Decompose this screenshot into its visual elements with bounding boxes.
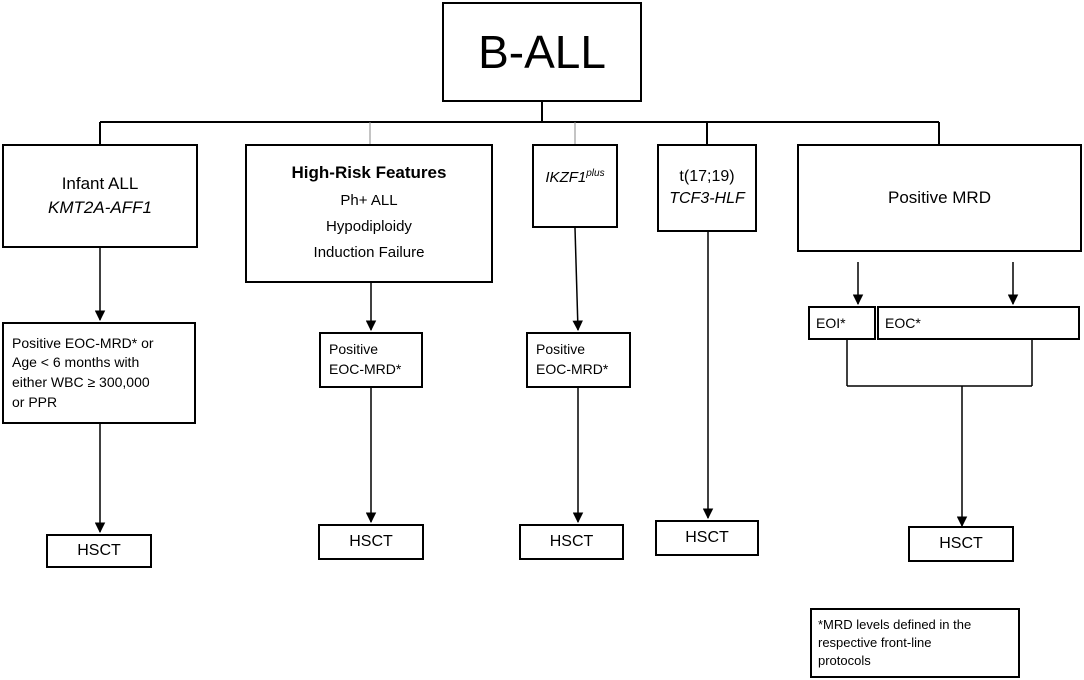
high-risk-criteria-line-1: Positive bbox=[329, 341, 379, 358]
footnote-line-2: respective front-line bbox=[818, 634, 932, 650]
tcf3-hsct-label: HSCT bbox=[685, 529, 729, 546]
high-risk-item-2: Hypodiploidy bbox=[326, 217, 412, 235]
ikzf1-criteria-node: Positive EOC-MRD* bbox=[526, 332, 631, 388]
tcf3-hsct-node: HSCT bbox=[655, 520, 759, 556]
infant-all-gene: KMT2A-AFF1 bbox=[48, 198, 152, 217]
infant-criteria-line-4: or PPR bbox=[12, 393, 58, 410]
mrd-hsct-node: HSCT bbox=[908, 526, 1014, 562]
infant-criteria-line-2: Age < 6 months with bbox=[12, 354, 140, 371]
ikzf1-node: IKZF1plus bbox=[532, 144, 618, 228]
infant-criteria-line-3: either WBC ≥ 300,000 bbox=[12, 374, 150, 390]
mrd-hsct-label: HSCT bbox=[939, 535, 983, 552]
high-risk-hsct-label: HSCT bbox=[349, 533, 393, 550]
footnote-line-3: protocols bbox=[818, 653, 871, 669]
eoc-node: EOC* bbox=[877, 306, 1080, 340]
positive-mrd-node: Positive MRD bbox=[797, 144, 1082, 252]
eoc-label: EOC* bbox=[885, 315, 921, 331]
high-risk-criteria-line-2: EOC-MRD* bbox=[329, 361, 402, 377]
ikzf1-criteria-line-1: Positive bbox=[536, 341, 586, 358]
tcf3-title: t(17;19) bbox=[679, 167, 735, 185]
root-label: B-ALL bbox=[478, 26, 606, 78]
ikzf1-superscript: plus bbox=[586, 168, 605, 179]
ikzf1-criteria-line-2: EOC-MRD* bbox=[536, 361, 609, 377]
eoi-node: EOI* bbox=[808, 306, 876, 340]
infant-all-title: Infant ALL bbox=[61, 174, 139, 194]
ikzf1-hsct-node: HSCT bbox=[519, 524, 624, 560]
infant-hsct-label: HSCT bbox=[77, 542, 121, 559]
ikzf1-hsct-label: HSCT bbox=[549, 533, 594, 550]
high-risk-hsct-node: HSCT bbox=[318, 524, 424, 560]
footnote-box: *MRD levels defined in the respective fr… bbox=[810, 608, 1020, 678]
arrow-ikzf1-to-criteria bbox=[572, 227, 583, 332]
high-risk-item-1: Ph+ ALL bbox=[340, 191, 398, 209]
tcf3-node: t(17;19) TCF3-HLF bbox=[657, 144, 757, 232]
infant-criteria-line-1: Positive EOC-MRD* or bbox=[12, 334, 154, 351]
infant-all-node: Infant ALL KMT2A-AFF1 bbox=[2, 144, 198, 248]
high-risk-title: High-Risk Features bbox=[291, 162, 447, 182]
tcf3-gene: TCF3-HLF bbox=[669, 190, 745, 207]
high-risk-node: High-Risk Features Ph+ ALL Hypodiploidy … bbox=[245, 144, 493, 283]
eoi-label: EOI* bbox=[816, 315, 846, 331]
infant-criteria-node: Positive EOC-MRD* or Age < 6 months with… bbox=[2, 322, 196, 424]
infant-hsct-node: HSCT bbox=[46, 534, 152, 568]
footnote-line-1: *MRD levels defined in the bbox=[818, 616, 972, 632]
positive-mrd-title: Positive MRD bbox=[888, 188, 991, 207]
ikzf1-title: IKZF1plus bbox=[545, 168, 605, 186]
high-risk-criteria-node: Positive EOC-MRD* bbox=[319, 332, 423, 388]
root-node: B-ALL bbox=[442, 2, 642, 102]
high-risk-item-3: Induction Failure bbox=[313, 244, 425, 262]
